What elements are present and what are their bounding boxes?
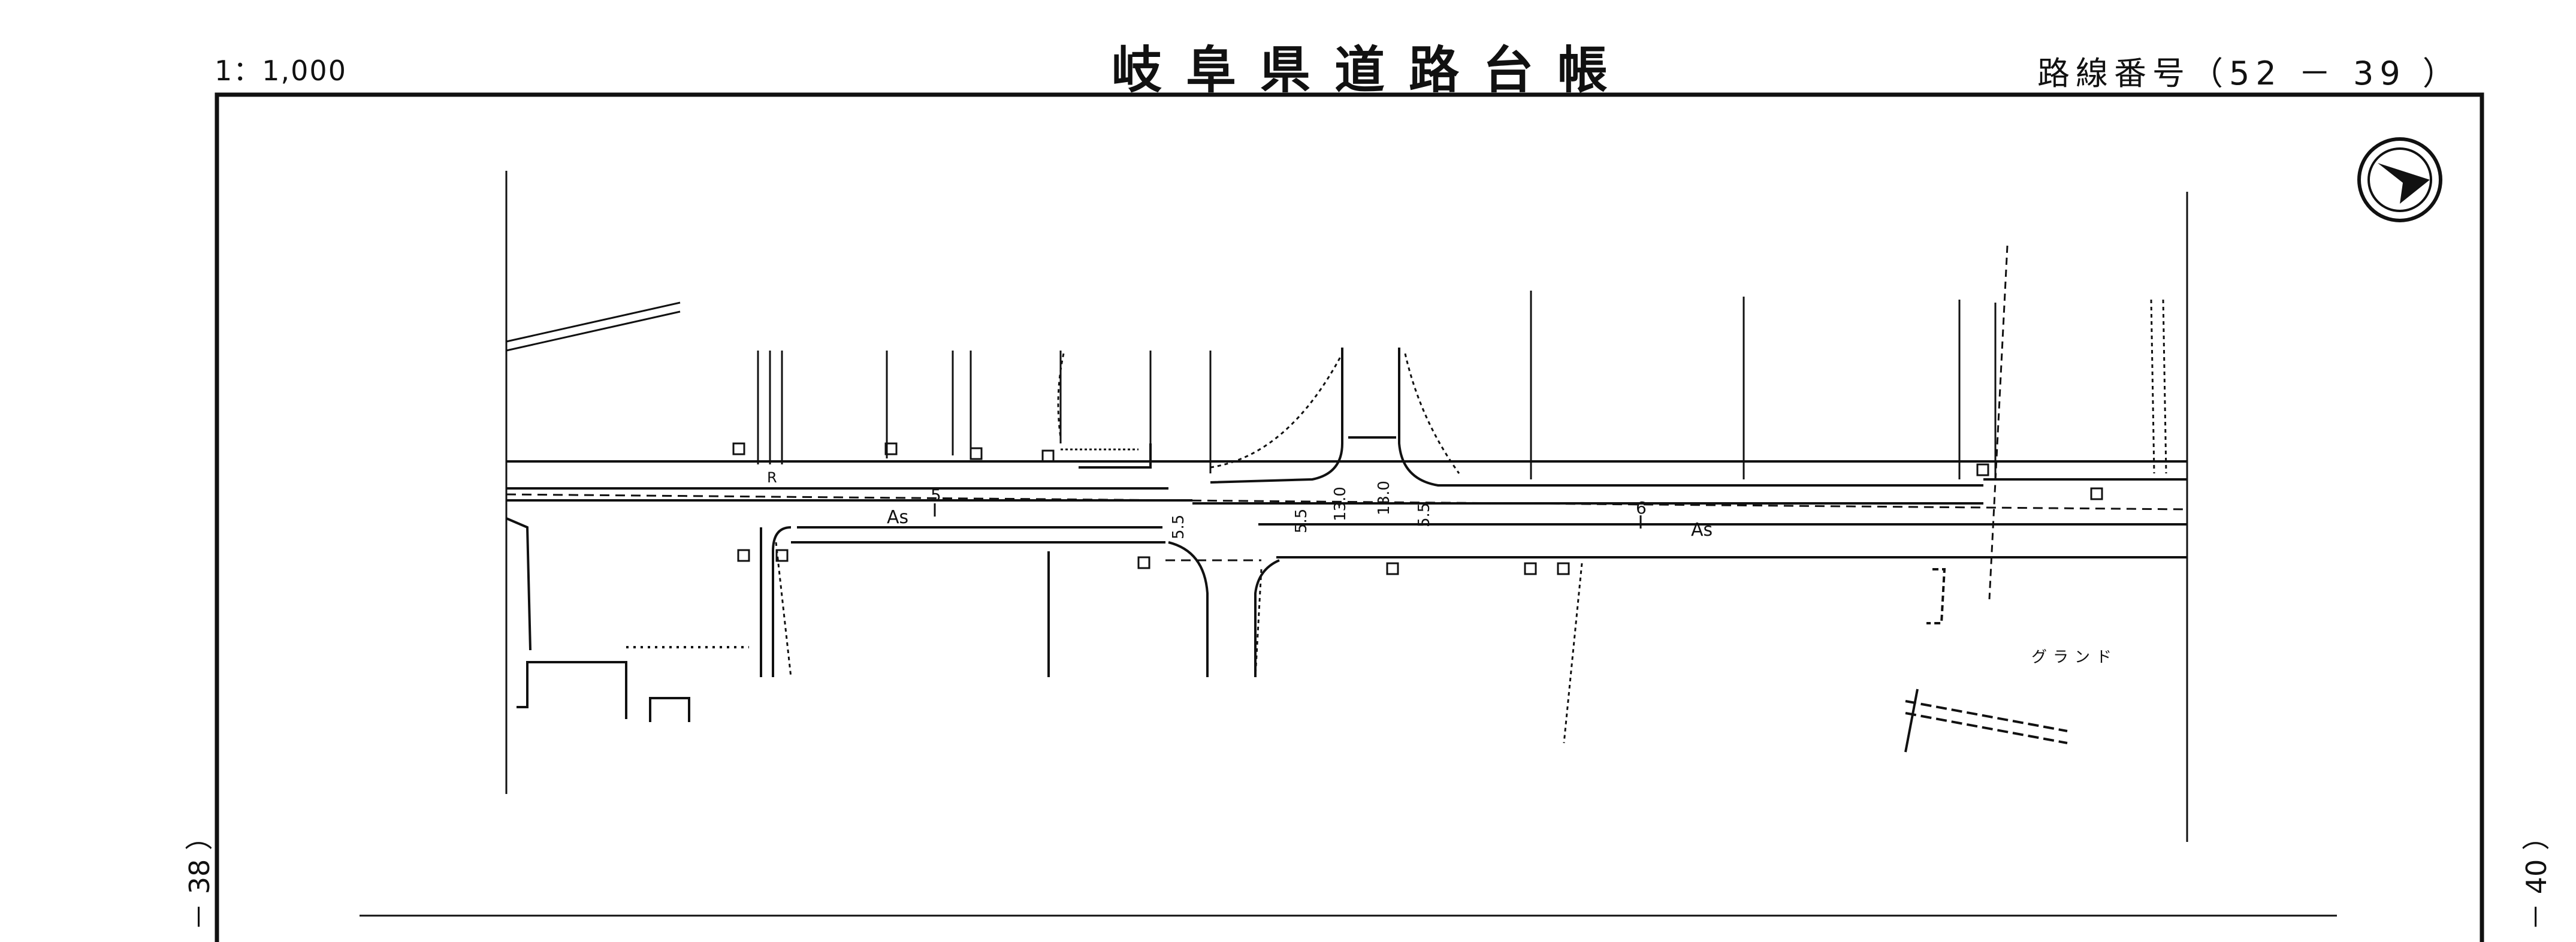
road-width-label: 5.5 bbox=[1415, 503, 1433, 527]
surface-label-right: As bbox=[1691, 520, 1713, 541]
map-scale: 1：1,000 bbox=[215, 55, 347, 87]
survey-markers bbox=[732, 442, 2103, 575]
road-boundary-dashes bbox=[506, 493, 2188, 561]
road-width-label: 13.0 bbox=[1331, 487, 1349, 521]
station-label-5: 5 bbox=[931, 485, 941, 505]
map-frame bbox=[215, 92, 2484, 942]
r-mark-label: R bbox=[767, 469, 777, 486]
surface-label-left: As bbox=[887, 507, 908, 528]
page-title: 岐阜県道路台帳 bbox=[1112, 41, 1632, 99]
side-road-south bbox=[760, 526, 1280, 677]
north-arrow-icon bbox=[2357, 137, 2442, 222]
road-width-label: 5.5 bbox=[1170, 515, 1188, 539]
parcel-lines-north bbox=[757, 245, 2009, 600]
hedge-lines bbox=[775, 299, 2167, 744]
route-number: 路線番号（52 － 39 ） bbox=[2037, 55, 2461, 92]
road-width-label: 13.0 bbox=[1375, 481, 1393, 515]
railway-line bbox=[506, 301, 681, 352]
place-label-ground: グランド bbox=[2031, 648, 2118, 666]
side-road-north bbox=[1210, 348, 1983, 487]
station-ticks bbox=[934, 503, 1642, 529]
station-label-6: 6 bbox=[1636, 498, 1647, 518]
road-width-label: 5.5 bbox=[1292, 509, 1310, 533]
buildings bbox=[506, 443, 2068, 753]
